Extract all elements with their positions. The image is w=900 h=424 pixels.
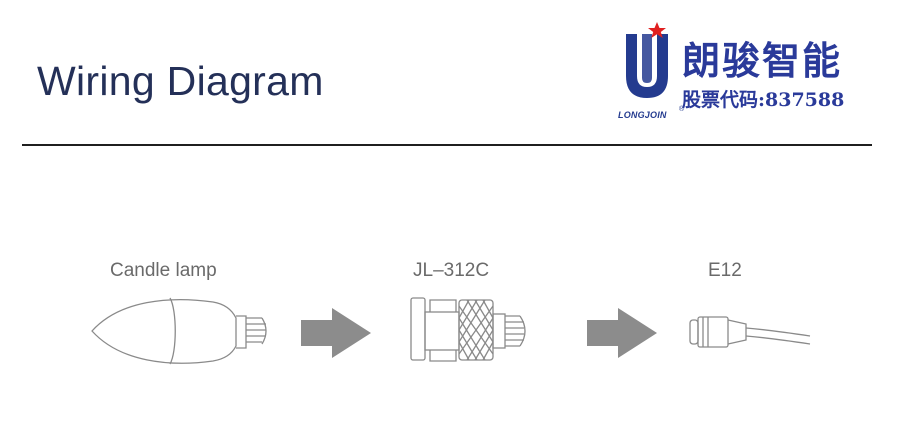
stock-label: 股票代码: — [682, 89, 766, 111]
step-label-e12: E12 — [708, 260, 742, 281]
longjoin-logo-icon — [626, 22, 668, 98]
brand-name-cn: 朗骏智能 — [682, 38, 843, 83]
stock-code: 837588 — [765, 89, 845, 111]
brand-stock-line: 股票代码:837588 — [682, 85, 844, 112]
adapter-icon — [410, 297, 526, 362]
brand-block: LONGJOIN ® 朗骏智能 股票代码:837588 — [612, 20, 892, 120]
header-divider — [22, 144, 872, 146]
step-label-candle-lamp: Candle lamp — [110, 260, 217, 281]
page-title: Wiring Diagram — [37, 58, 324, 104]
registered-mark-icon: ® — [679, 106, 685, 113]
arrow-right-icon — [301, 308, 371, 358]
step-label-adapter: JL–312C — [413, 260, 490, 281]
candle-lamp-icon — [91, 297, 267, 365]
e12-socket-icon — [689, 316, 811, 348]
brand-logo-text: LONGJOIN — [618, 110, 667, 120]
arrow-right-icon — [587, 308, 657, 358]
